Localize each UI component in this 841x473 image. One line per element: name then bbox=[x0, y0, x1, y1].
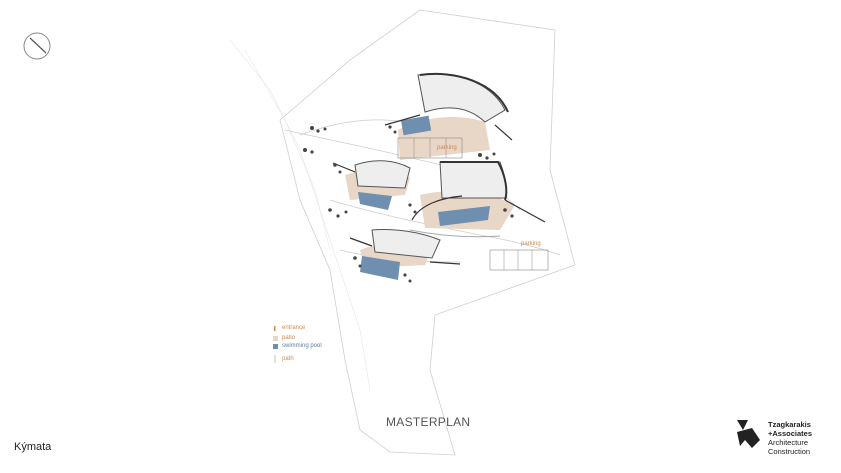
north-arrow-icon bbox=[23, 32, 51, 60]
swimming-pool bbox=[360, 256, 400, 280]
contour-line bbox=[244, 49, 331, 251]
drawing-title: MASTERPLAN bbox=[386, 415, 471, 429]
access-path bbox=[329, 199, 561, 256]
villa-building bbox=[439, 161, 507, 199]
villa-left bbox=[332, 160, 411, 210]
swimming-pool bbox=[358, 192, 392, 210]
firm-logo: Tzagkarakis +Associates Architecture Con… bbox=[768, 420, 812, 456]
access-path bbox=[409, 229, 501, 238]
villa-bottom bbox=[349, 229, 549, 280]
villa-building bbox=[371, 229, 441, 259]
firm-name-line1: Tzagkarakis bbox=[768, 420, 811, 429]
firm-name-line2: +Associates bbox=[768, 429, 812, 438]
contour-line bbox=[229, 39, 371, 391]
parking-bays bbox=[397, 137, 463, 159]
project-name: Kýmata bbox=[14, 441, 52, 453]
logo-mark-icon bbox=[737, 420, 760, 448]
legend-patio: patio bbox=[282, 335, 296, 341]
parking-bays bbox=[489, 249, 549, 271]
legend-swimming-pool: swimming pool bbox=[282, 343, 322, 349]
villa-right bbox=[411, 161, 546, 230]
parking-label-lower: parking bbox=[521, 241, 541, 247]
firm-line3: Architecture bbox=[768, 438, 809, 447]
legend-entrance: entrance bbox=[282, 325, 306, 331]
legend-path: path bbox=[282, 356, 294, 362]
swimming-pool bbox=[400, 115, 432, 136]
swimming-pool bbox=[438, 206, 490, 226]
firm-line4: Construction bbox=[768, 447, 811, 456]
site-boundary bbox=[279, 9, 576, 456]
trees bbox=[303, 125, 514, 283]
villa-top bbox=[384, 72, 513, 160]
villa-building bbox=[417, 73, 506, 123]
legend-swatches bbox=[273, 326, 278, 363]
villa-building bbox=[354, 160, 411, 189]
parking-label-upper: parking bbox=[437, 145, 457, 151]
